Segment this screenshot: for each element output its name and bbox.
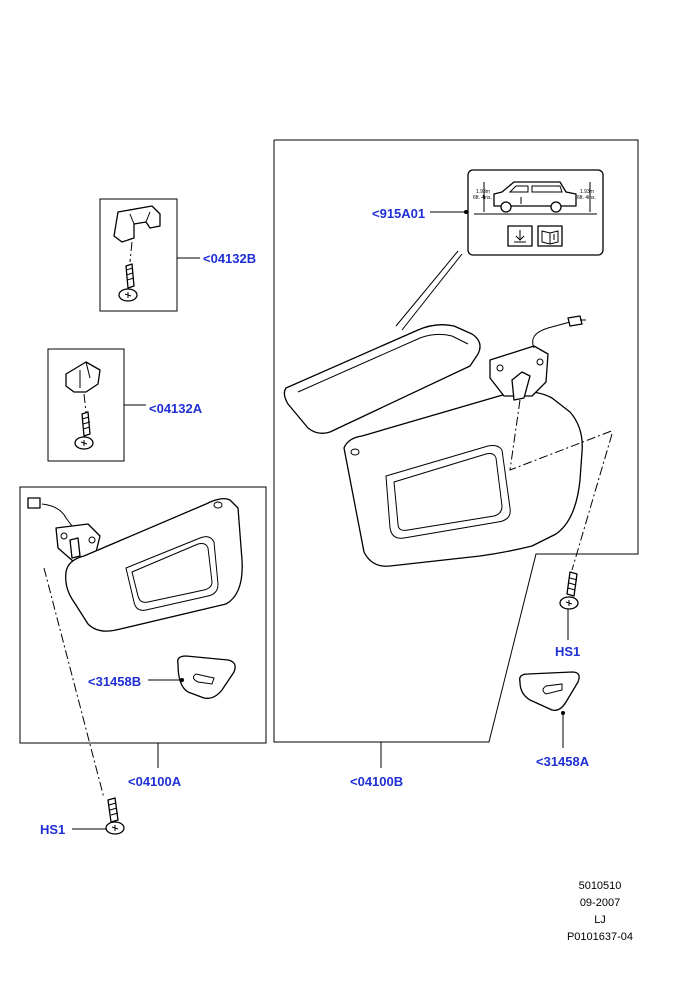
callout-04132b[interactable]: <04132B	[203, 251, 256, 266]
warning-label-card: 1.93m 6ft. 4ins. 1.93m 6ft. 4ins.	[395, 169, 604, 331]
screw-04132b	[118, 263, 138, 302]
part-box-04132a	[47, 348, 146, 462]
screw-hs1-right	[559, 571, 579, 640]
footer-date: 09-2007	[579, 897, 621, 909]
callout-31458b[interactable]: <31458B	[88, 674, 141, 689]
visor-hook-31458a	[519, 671, 580, 748]
callout-04132a[interactable]: <04132A	[149, 401, 203, 416]
callout-hs1-left[interactable]: HS1	[40, 822, 65, 837]
screw-04132a	[74, 411, 94, 450]
footer-initials: LJ	[594, 914, 606, 926]
callout-31458a[interactable]: <31458A	[536, 754, 590, 769]
footer-code: 5010510	[578, 880, 622, 892]
label-height-left-imperial: 6ft. 4ins.	[473, 195, 492, 201]
screw-hs1-left	[72, 797, 125, 835]
part-box-04100b: 1.93m 6ft. 4ins. 1.93m 6ft. 4ins.	[273, 139, 639, 743]
part-box-04132b	[99, 198, 200, 312]
footer-ref: P0101637-04	[566, 931, 634, 943]
callout-04100b[interactable]: <04100B	[350, 774, 403, 789]
visor-mirror-panel	[283, 324, 481, 434]
callout-hs1-right[interactable]: HS1	[555, 644, 580, 659]
sun-visor-04100b	[343, 391, 583, 567]
callout-04100a[interactable]: <04100A	[128, 774, 182, 789]
label-height-right: 1.93m	[580, 189, 594, 195]
visor-bracket-04100b	[489, 315, 586, 401]
label-height-left: 1.93m	[476, 189, 490, 195]
label-height-right-imperial: 6ft. 4ins.	[577, 195, 596, 201]
visor-hook-31458b	[148, 655, 236, 699]
part-box-04100a	[19, 486, 267, 744]
callout-915a01[interactable]: <915A01	[372, 206, 425, 221]
